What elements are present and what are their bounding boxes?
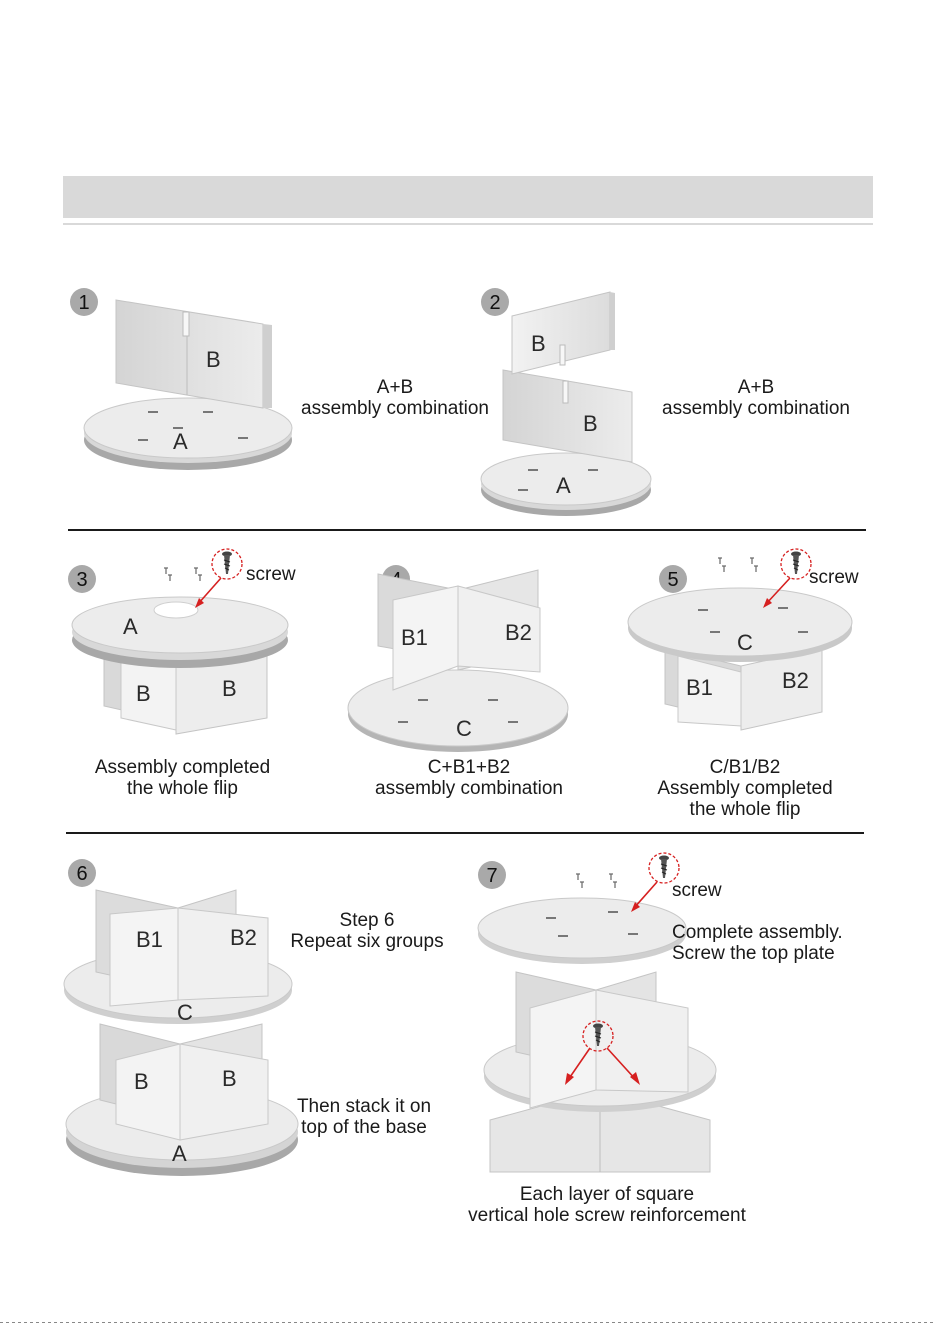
screw-icon (212, 549, 242, 579)
part-label-B1: B1 (686, 675, 713, 700)
step-badge-7: 7 (478, 861, 506, 889)
svg-text:6: 6 (76, 863, 87, 885)
step-6-illustration: B B A C B1 B2 (64, 890, 298, 1176)
step-3-illustration: B B A screw (72, 549, 296, 734)
screw-icon (649, 853, 679, 883)
page-bottom-edge (0, 1322, 933, 1323)
screw-label: screw (809, 567, 859, 588)
part-label-B2: B2 (782, 668, 809, 693)
step-badge-1: 1 (70, 288, 98, 316)
step-7-caption: Complete assembly.Screw the top plate (672, 922, 872, 964)
step-badge-6: 6 (68, 859, 96, 887)
step-badge-2: 2 (481, 288, 509, 316)
part-label-B1: B1 (136, 927, 163, 952)
step-1-illustration: B A (84, 300, 292, 470)
step-badge-3: 3 (68, 565, 96, 593)
part-label-B: B (206, 347, 221, 372)
part-label-A: A (123, 614, 138, 639)
part-label-B-upper: B (531, 331, 546, 356)
step-2-illustration: B B A (481, 292, 651, 516)
part-label-B-lower: B (583, 411, 598, 436)
part-label-B-right: B (222, 1066, 237, 1091)
svg-text:1: 1 (78, 292, 89, 314)
svg-text:7: 7 (486, 865, 497, 887)
part-label-B1: B1 (401, 625, 428, 650)
svg-text:2: 2 (489, 292, 500, 314)
part-label-B2: B2 (230, 925, 257, 950)
part-label-B-right: B (222, 676, 237, 701)
svg-text:3: 3 (76, 569, 87, 591)
screw-label: screw (672, 880, 722, 901)
step-badge-5: 5 (659, 565, 687, 593)
step-4-illustration: B1 B2 C (348, 570, 568, 752)
part-label-C: C (177, 1000, 193, 1025)
step-7-illustration: screw (478, 853, 722, 1172)
screw-label: screw (246, 564, 296, 585)
part-label-C: C (456, 716, 472, 741)
part-label-B-left: B (136, 681, 151, 706)
part-label-B-left: B (134, 1069, 149, 1094)
part-label-A: A (172, 1141, 187, 1166)
screw-icon (781, 549, 811, 579)
svg-text:5: 5 (667, 569, 678, 591)
part-label-A: A (556, 473, 571, 498)
part-label-B2: B2 (505, 620, 532, 645)
part-label-A: A (173, 429, 188, 454)
part-label-C: C (737, 630, 753, 655)
